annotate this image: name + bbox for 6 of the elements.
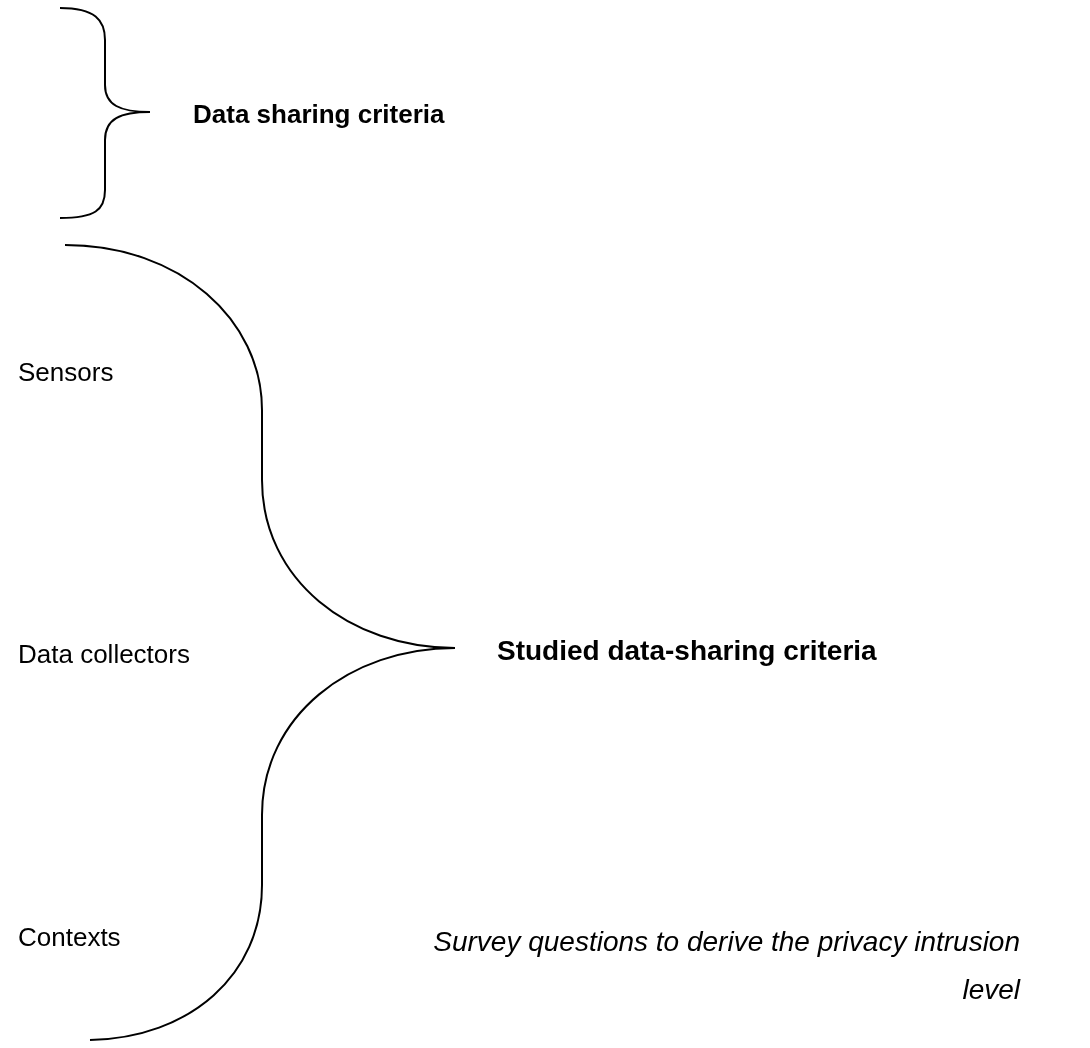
criteria-heading: Studied data-sharing criteria: [497, 634, 877, 668]
criterion-label: Contexts: [18, 921, 121, 954]
criteria-heading: Data sharing criteria: [193, 98, 445, 131]
note-text: Survey questions to derive the privacy intrusion level: [432, 925, 1020, 1007]
criterion-label: Data collectors: [18, 638, 190, 671]
criterion-label: Sensors: [18, 356, 114, 389]
